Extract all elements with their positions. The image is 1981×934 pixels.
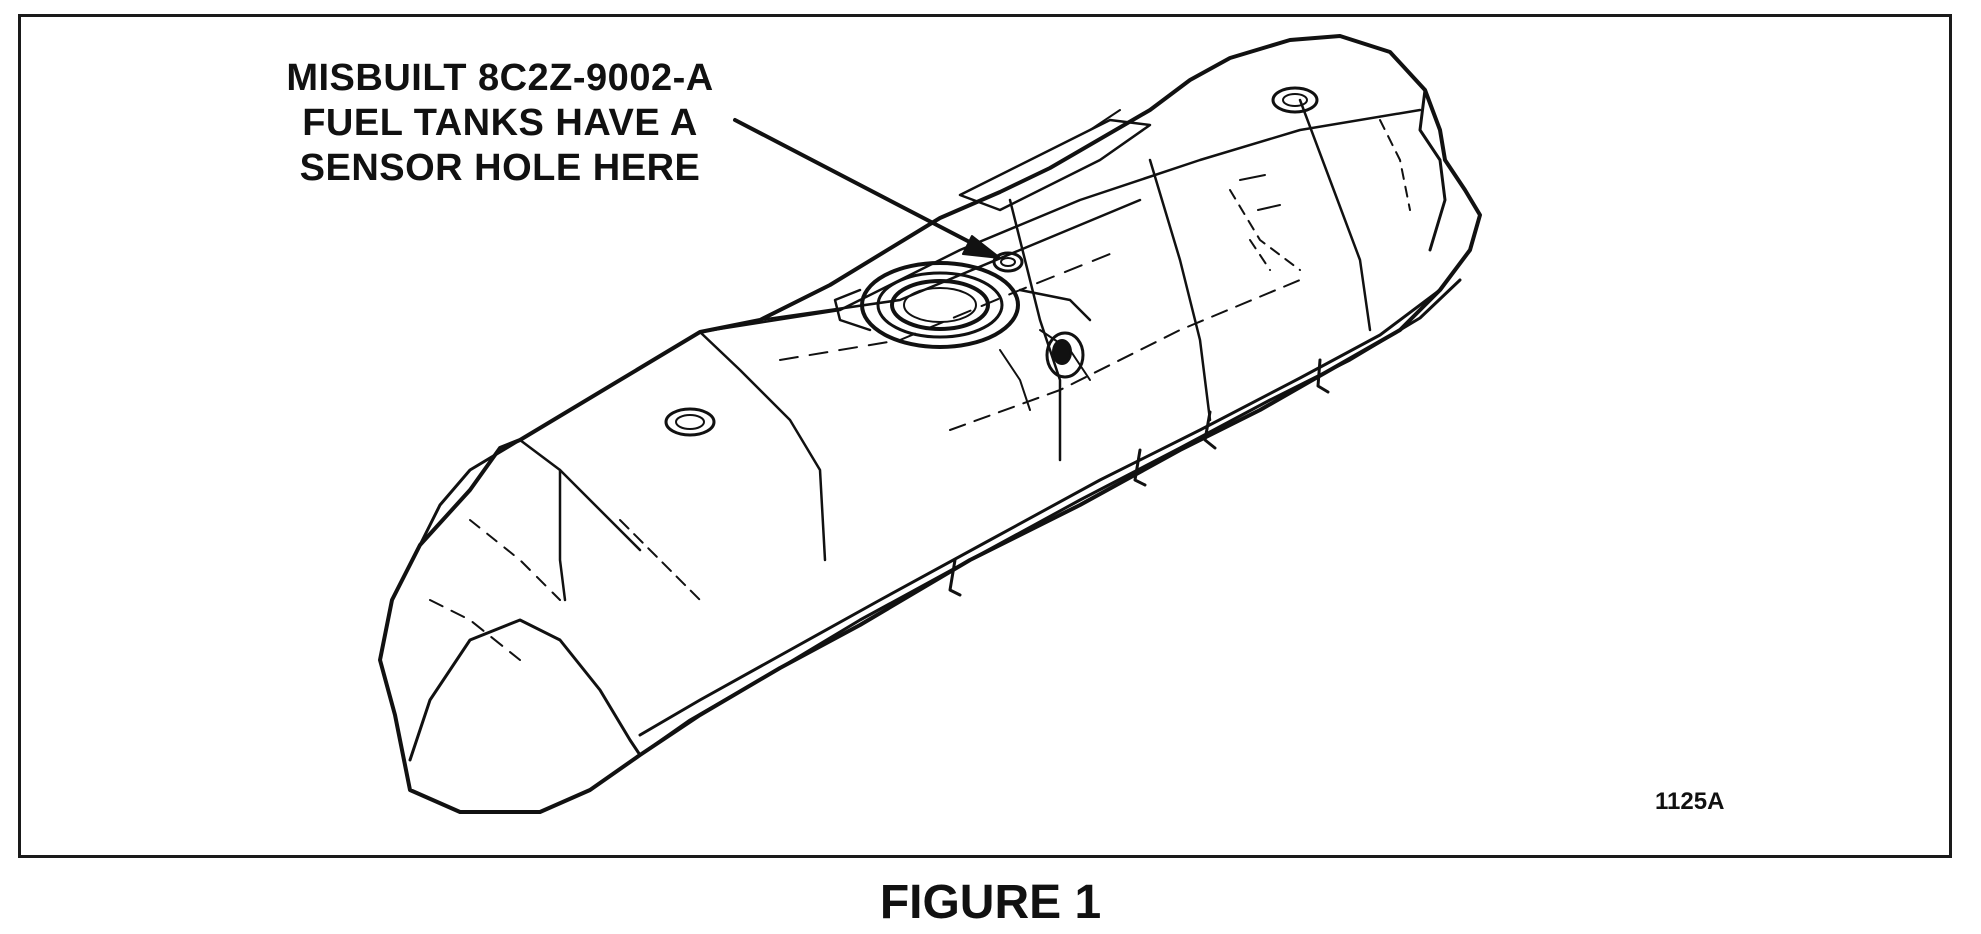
figure-frame [18,14,1952,858]
callout-line-2: FUEL TANKS HAVE A [302,102,698,144]
right-port [1271,86,1319,114]
callout-line-3: SENSOR HOLE HERE [299,147,701,189]
pump-flange-outer [860,261,1020,349]
callout-text: MISBUILT 8C2Z-9002-A FUEL TANKS HAVE A S… [250,56,750,191]
sensor-hole [992,251,1024,273]
callout-line-1: MISBUILT 8C2Z-9002-A [286,57,714,99]
callout-arrow [733,118,987,252]
figure-caption: FIGURE 1 [879,876,1102,929]
left-port [664,407,716,437]
reference-code: 1125A [1655,788,1725,815]
